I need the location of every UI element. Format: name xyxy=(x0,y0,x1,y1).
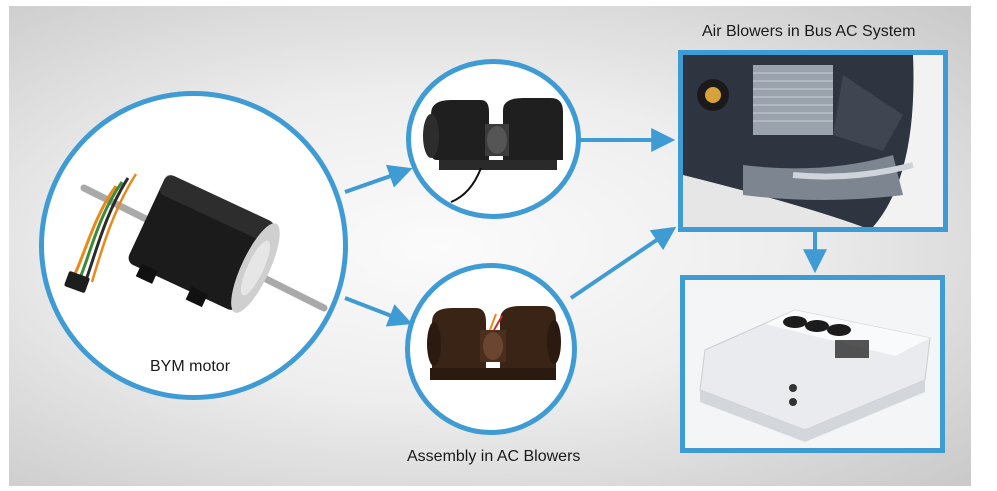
arrow-assembly-to-bus xyxy=(569,226,677,300)
arrow-motor-to-assembly xyxy=(344,296,413,327)
blower-assembly-node xyxy=(405,263,577,435)
bym-motor-node xyxy=(39,91,348,400)
bus-system-label: Air Blowers in Bus AC System xyxy=(702,23,916,40)
bus-ac-interior-node xyxy=(678,50,948,232)
blower-unit-image xyxy=(423,98,563,203)
blower-unit-node xyxy=(406,59,581,219)
blower-assembly-image xyxy=(427,306,561,380)
bym-motor-label: BYM motor xyxy=(150,358,231,375)
rooftop-ac-unit-image xyxy=(685,280,940,448)
bus-ac-interior-image xyxy=(683,55,943,227)
arrow-motor-to-blower xyxy=(344,164,413,194)
rooftop-ac-unit-node xyxy=(680,275,945,453)
bym-motor-image xyxy=(64,173,328,313)
assembly-label: Assembly in AC Blowers xyxy=(407,448,581,465)
